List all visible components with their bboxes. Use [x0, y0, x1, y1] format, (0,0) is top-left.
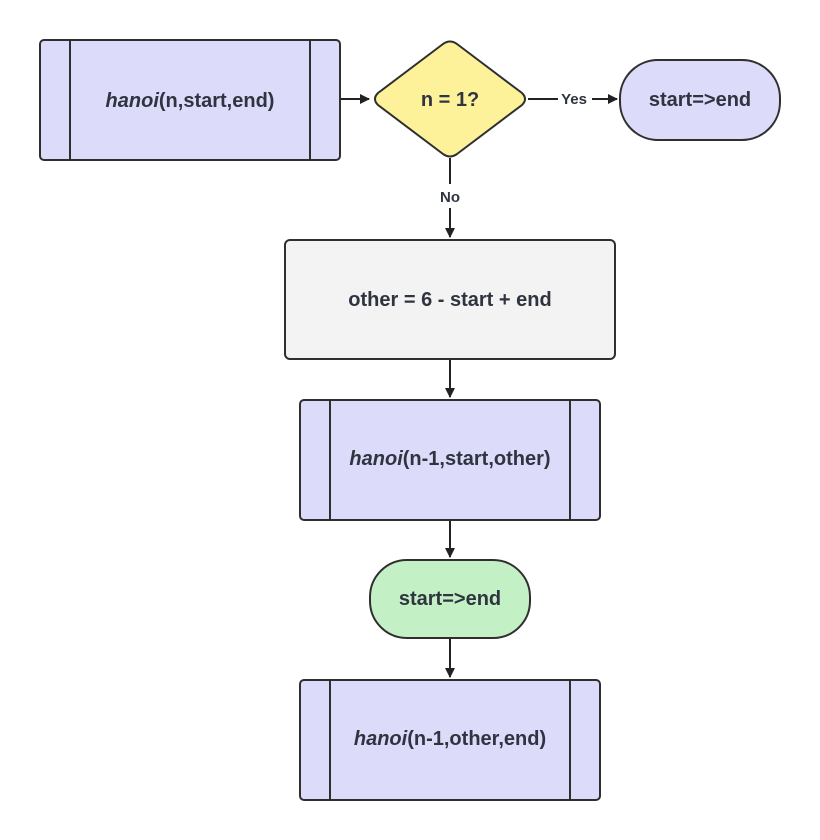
function-name: hanoi: [106, 90, 160, 112]
terminal-label: start=>end: [649, 89, 751, 111]
subroutine-hanoi-call[interactable]: hanoi(n,start,end): [39, 39, 341, 161]
decision-label: n = 1?: [421, 89, 479, 111]
function-name: hanoi: [349, 448, 403, 470]
edges: Yes No: [340, 91, 618, 678]
terminal-move-middle[interactable]: start=>end: [369, 559, 531, 639]
function-name: hanoi: [354, 728, 408, 750]
decision-diamond: [374, 40, 526, 158]
subroutine-hanoi-first[interactable]: hanoi(n-1,start,other): [299, 399, 601, 521]
process-label: other = 6 - start + end: [348, 289, 551, 311]
decision-n-equals-1[interactable]: n = 1?: [374, 40, 526, 158]
subroutine-box: [299, 679, 601, 801]
function-args: (n,start,end): [159, 90, 275, 112]
terminal-shape: [619, 59, 781, 141]
function-args: (n-1,other,end): [407, 728, 546, 750]
function-args: (n-1,start,other): [403, 448, 551, 470]
terminal-label: start=>end: [399, 588, 501, 610]
subroutine-box: [299, 399, 601, 521]
no-label: No: [440, 189, 460, 206]
yes-label: Yes: [561, 91, 587, 108]
subroutine-box: [39, 39, 341, 161]
svg-text:hanoi(n,start,end): hanoi(n,start,end): [106, 90, 275, 112]
svg-text:hanoi(n-1,start,other): hanoi(n-1,start,other): [349, 448, 550, 470]
terminal-shape: [369, 559, 531, 639]
process-compute-other[interactable]: other = 6 - start + end: [284, 239, 616, 360]
process-box: [284, 239, 616, 360]
terminal-move-base[interactable]: start=>end: [619, 59, 781, 141]
svg-text:hanoi(n-1,other,end): hanoi(n-1,other,end): [354, 728, 546, 750]
subroutine-hanoi-second[interactable]: hanoi(n-1,other,end): [299, 679, 601, 801]
